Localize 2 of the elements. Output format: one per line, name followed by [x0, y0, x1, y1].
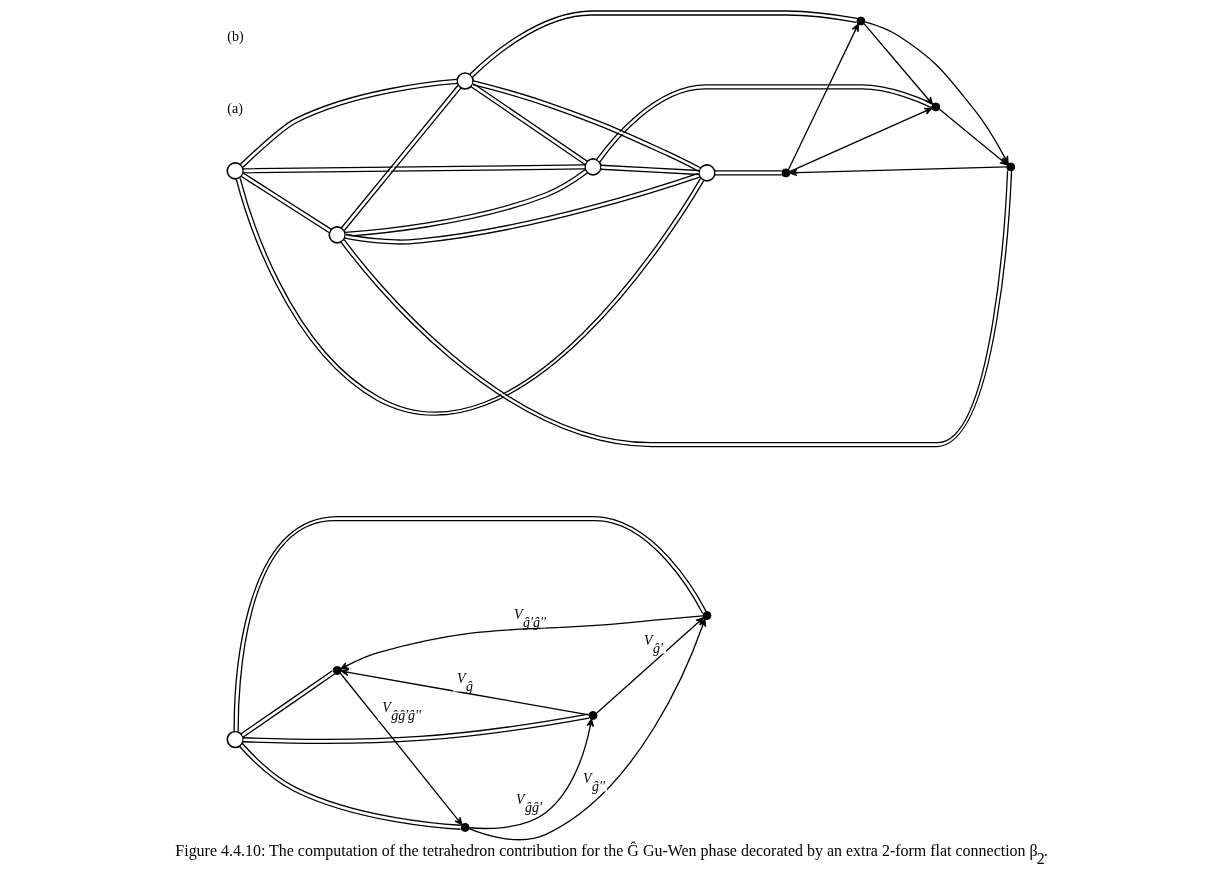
- label: (b): [227, 28, 244, 44]
- label: (a): [227, 100, 243, 116]
